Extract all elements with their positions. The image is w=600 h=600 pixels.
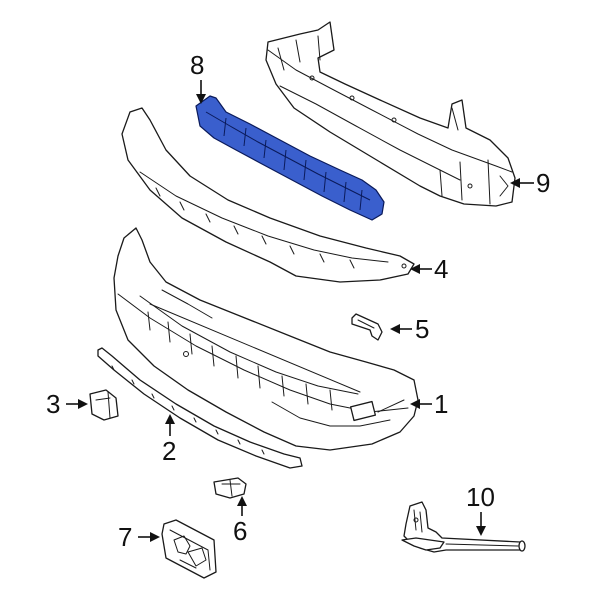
callout-10: 10: [466, 482, 495, 536]
callout-2-label: 2: [162, 436, 176, 466]
callout-9: 9: [510, 168, 550, 198]
part-2-lower-deflector: [97, 347, 303, 469]
callout-4: 4: [410, 254, 448, 284]
callout-3-label: 3: [46, 389, 60, 419]
callout-2: 2: [162, 414, 176, 466]
callout-4-arrow: [410, 264, 420, 274]
part-10-tow-hook: [401, 501, 526, 553]
callout-3-arrow: [78, 399, 88, 409]
callout-8-label: 8: [190, 50, 204, 80]
callout-6: 6: [233, 496, 247, 546]
callout-5: 5: [390, 314, 429, 344]
callout-4-label: 4: [434, 254, 448, 284]
callout-5-arrow: [390, 324, 400, 334]
part-9-bumper-reinforcement: [265, 21, 516, 207]
part-3-bracket: [89, 389, 119, 421]
callout-6-label: 6: [233, 516, 247, 546]
callout-1-label: 1: [434, 389, 448, 419]
callout-3: 3: [46, 389, 88, 419]
callout-9-label: 9: [536, 168, 550, 198]
callout-10-arrow: [476, 526, 486, 536]
callout-7-arrow: [150, 532, 160, 542]
callout-2-arrow: [165, 414, 175, 424]
part-7-license-bracket: [161, 519, 217, 579]
callout-1: 1: [410, 389, 448, 419]
part-8-energy-absorber: [195, 95, 385, 221]
callout-5-label: 5: [415, 314, 429, 344]
callout-9-arrow: [510, 178, 520, 188]
part-1-bumper-cover: [113, 227, 419, 451]
callout-8-arrow: [196, 94, 206, 104]
callout-7-label: 7: [118, 522, 132, 552]
callout-7: 7: [118, 522, 160, 552]
callout-10-label: 10: [466, 482, 495, 512]
callout-8: 8: [190, 50, 206, 104]
part-5-clip: [351, 313, 383, 341]
callout-6-arrow: [237, 496, 247, 506]
part-6-bracket: [213, 477, 247, 499]
callout-1-arrow: [410, 399, 420, 409]
